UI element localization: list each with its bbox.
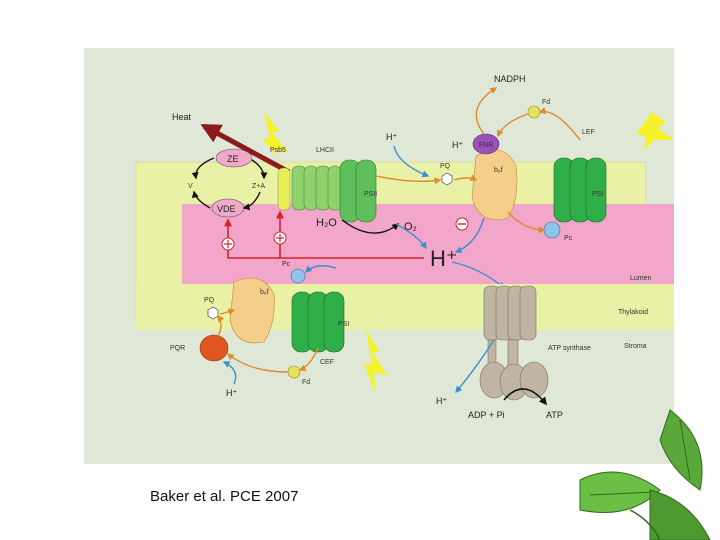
proton-flow-arrow: [393, 145, 430, 178]
lef-label: LEF: [582, 129, 595, 136]
h-plus-big-label: H⁺: [430, 246, 458, 271]
h-plus-top-label: H⁺: [386, 132, 397, 142]
lhcii-complex: [291, 165, 343, 211]
pc-flow-arrow: [507, 211, 546, 234]
figure-caption: Baker et al. PCE 2007: [150, 488, 299, 505]
b6f-bottom-label: b₆f: [260, 289, 269, 296]
lightning-icon: [364, 330, 388, 394]
pqr-to-pq-arrow: [217, 314, 225, 337]
lef-arrow: [538, 107, 581, 141]
pq-to-b6f-bottom-arrow: [219, 308, 236, 316]
pc-top-label: Pc: [564, 235, 573, 242]
thylakoid-membrane-bottom: [136, 284, 674, 330]
thylakoid-label: Thylakoid: [618, 309, 648, 316]
lightning-icon: [636, 112, 674, 150]
b6f-top-label: b₆f: [494, 167, 503, 174]
fnr-label: FNR: [479, 142, 493, 149]
lightning-icon: [262, 112, 288, 160]
photosynthesis-diagram: Heat ZE V Z+A VDE Psb5 LHCII PSII H⁺ H₂O…: [84, 48, 674, 464]
lumen-label: Lumen: [630, 275, 652, 282]
pc-top-protein: [543, 221, 561, 239]
atp-label: ATP: [546, 410, 563, 420]
fnr-enzyme: [472, 133, 500, 155]
proton-flow-arrow: [395, 223, 427, 250]
za-label: Z+A: [252, 183, 265, 190]
psii-to-pq-arrow: [375, 175, 442, 185]
v-label: V: [188, 183, 193, 190]
regulation-line: [224, 218, 424, 259]
b6f-bottom-complex: [229, 277, 275, 344]
psii-complex: [339, 159, 377, 223]
atp-synthase-label: ATP synthase: [548, 345, 591, 352]
psb5-label: Psb5: [270, 147, 286, 154]
h-plus-bottom-left-label: H⁺: [226, 388, 237, 398]
o2-label: O₂: [404, 221, 417, 233]
proton-flow-arrow: [454, 217, 485, 254]
pqr-enzyme: [199, 334, 229, 362]
stroma-label: Stroma: [624, 343, 647, 350]
leaf-icon: [579, 409, 711, 540]
psb5-protein: [277, 167, 291, 211]
lhcii-label: LHCII: [316, 147, 334, 154]
fd-to-pqr-arrow: [226, 353, 289, 373]
h2o-label: H₂O: [316, 217, 337, 229]
nadph-label: NADPH: [494, 74, 526, 84]
ze-enzyme: [215, 148, 253, 168]
heat-label: Heat: [172, 112, 192, 122]
pq-top-label: PQ: [440, 163, 451, 170]
pc-mid-label: Pc: [282, 261, 291, 268]
xanthophyll-cycle-arrow: [191, 190, 211, 209]
atp-synthesis-arrow: [503, 388, 547, 406]
pc-mid-protein: [290, 268, 306, 284]
psi-bottom-complex: [291, 291, 345, 353]
fd-bottom-protein: [287, 365, 301, 379]
fd-bottom-label: Fd: [302, 379, 310, 386]
pq-top-hexagon: [441, 172, 453, 186]
psi-top-label: PSI: [592, 191, 603, 198]
xanthophyll-cycle-arrow: [242, 191, 261, 211]
pqr-label: PQR: [170, 345, 185, 352]
pq-bottom-hexagon: [207, 306, 219, 320]
psi-top-complex: [553, 157, 607, 223]
fd-to-fnr-arrow: [496, 113, 529, 138]
pq-bottom-label: PQ: [204, 297, 215, 304]
psi-bottom-label: PSI: [338, 321, 349, 328]
proton-flow-arrow: [222, 361, 237, 385]
fd-top-label: Fd: [542, 99, 550, 106]
proton-flow-arrow: [455, 339, 495, 394]
atp-synthase-complex: [479, 285, 549, 401]
nadph-arrow: [475, 87, 498, 135]
heat-arrow: [200, 123, 291, 175]
cef-arrow: [298, 347, 319, 372]
fd-top-protein: [527, 105, 541, 119]
adp-pi-label: ADP + Pi: [468, 410, 505, 420]
pq-to-b6f-arrow: [453, 174, 478, 181]
h-plus-fnr-label: H⁺: [452, 140, 463, 150]
xanthophyll-cycle-arrow: [251, 159, 268, 180]
vde-label: VDE: [217, 204, 236, 214]
water-splitting-arrow: [341, 219, 400, 234]
cef-label: CEF: [320, 359, 334, 366]
ze-label: ZE: [227, 154, 239, 164]
psii-label: PSII: [364, 191, 377, 198]
b6f-top-complex: [471, 149, 518, 221]
xanthophyll-cycle-arrow: [191, 157, 215, 180]
h-plus-bottom-mid-label: H⁺: [436, 396, 447, 406]
pc-cycle-arrow: [305, 265, 337, 273]
